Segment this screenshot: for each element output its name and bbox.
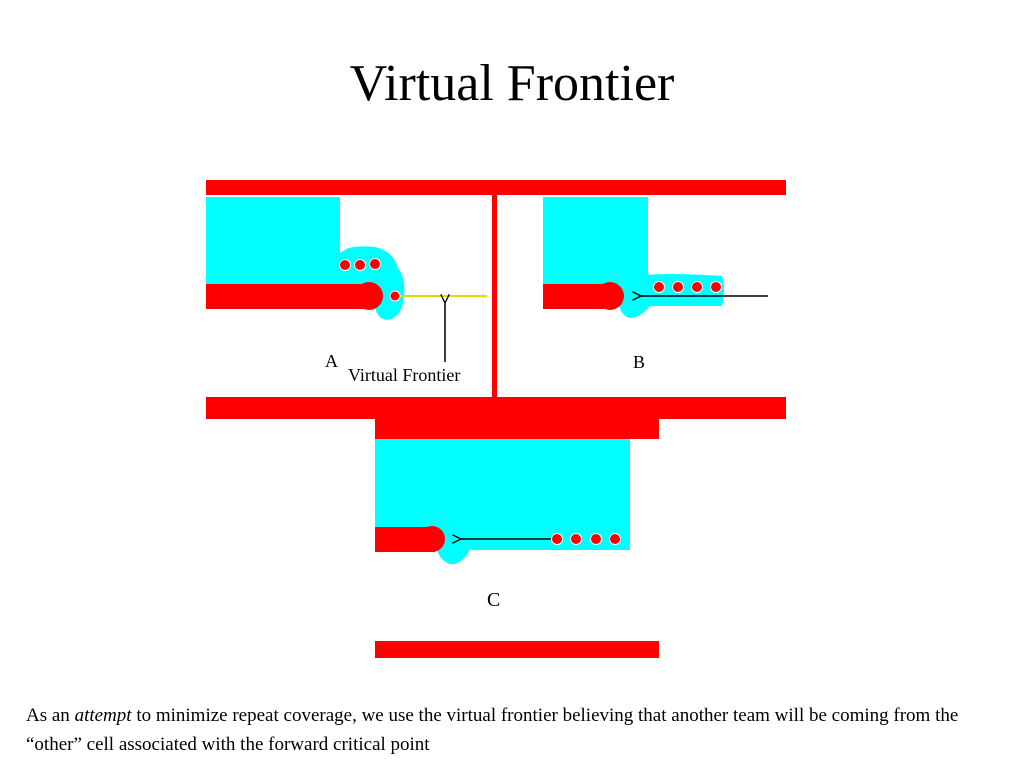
covered-region-b (543, 197, 648, 285)
caption: As an attempt to minimize repeat coverag… (26, 701, 1016, 759)
caption-part1: As an (26, 705, 75, 726)
robot (354, 259, 366, 271)
panel-label-a: A (325, 351, 338, 371)
robot (710, 281, 722, 293)
panel-b: B (543, 197, 768, 372)
robot (551, 533, 563, 545)
robot (369, 258, 381, 270)
bottom-wall (375, 641, 659, 658)
caption-emphasis: attempt (74, 705, 132, 726)
panel-label-b: B (633, 352, 645, 372)
obstacle-tip-a (355, 282, 383, 310)
obstacle-tip-b (596, 282, 624, 310)
top-wall (206, 180, 786, 195)
caption-part2: to minimize repeat coverage, we use the … (26, 705, 959, 755)
virtual-frontier-label: Virtual Frontier (348, 365, 460, 385)
panel-label-c: C (487, 589, 500, 611)
covered-region-c (375, 439, 626, 529)
covered-region-a (206, 197, 340, 285)
obstacle-a (206, 284, 370, 309)
robot (609, 533, 621, 545)
robot (672, 281, 684, 293)
middle-wall (206, 397, 786, 419)
obstacle-tip-c (419, 526, 445, 552)
robot (590, 533, 602, 545)
panel-a: A Virtual Frontier (206, 197, 487, 385)
slide-title: Virtual Frontier (349, 55, 675, 112)
robot (653, 281, 665, 293)
robot (389, 290, 401, 302)
middle-wall-extension (375, 419, 659, 439)
walls (206, 180, 786, 658)
robot (691, 281, 703, 293)
robot (339, 259, 351, 271)
coverage-trail-c (432, 528, 630, 565)
robot (570, 533, 582, 545)
panel-c: C (375, 439, 630, 611)
covered-region-c-edge (626, 439, 630, 549)
divider-wall (492, 195, 497, 398)
